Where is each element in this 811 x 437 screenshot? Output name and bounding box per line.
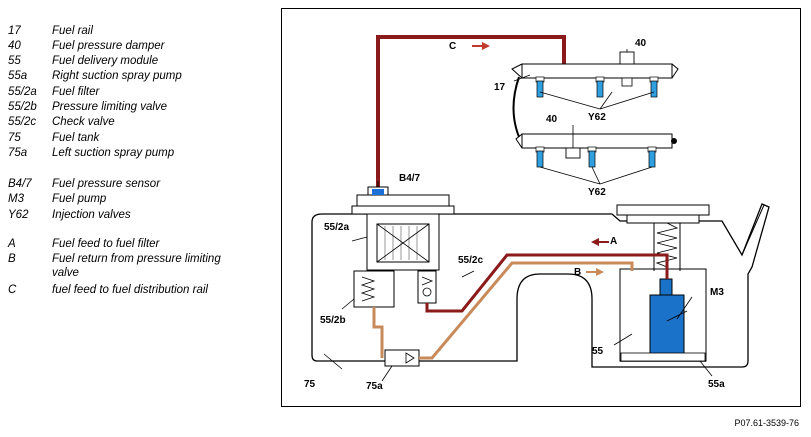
label-c: C — [449, 41, 456, 52]
fuel-pressure-damper-lower — [565, 147, 581, 159]
right-flange — [616, 204, 710, 216]
legend-code: 75a — [8, 147, 28, 159]
flow-arrow-a — [591, 238, 609, 246]
legend-description: Fuel filter — [52, 86, 100, 98]
fuel-rail-upper — [521, 63, 673, 79]
label-40-lower: 40 — [546, 114, 558, 125]
fuel-tank — [311, 203, 770, 368]
legend-description: Fuel delivery module — [52, 55, 159, 67]
label-b47: B4/7 — [399, 173, 421, 184]
return-line-b — [372, 261, 634, 360]
label-17: 17 — [494, 82, 506, 93]
legend-description: Injection valves — [52, 209, 131, 221]
injectors-lower — [535, 146, 657, 168]
fuel-pressure-damper-upper — [619, 51, 635, 65]
fuel-pump-outlet — [659, 278, 673, 296]
legend-code: 55 — [8, 55, 21, 67]
legend-code: 55/2b — [8, 101, 37, 113]
left-flange — [356, 194, 450, 208]
legend-code: 55/2c — [8, 116, 37, 128]
legend-description: Fuel return from pressure limiting valve — [52, 253, 221, 279]
filler-neck — [741, 204, 765, 256]
injection-valve — [648, 150, 656, 168]
label-m3: M3 — [710, 287, 724, 298]
legend-description: Check valve — [52, 116, 115, 128]
legend-code: 40 — [8, 40, 21, 52]
fuel-system-diagram: C 40 17 Y62 40 Y62 B4/7 55/2a A 55/2c B … — [304, 35, 770, 392]
legend-code: 17 — [8, 25, 21, 37]
legend-description: fuel feed to fuel distribution rail — [52, 284, 208, 296]
label-y62-lower: Y62 — [588, 187, 606, 198]
label-55-2b: 55/2b — [320, 315, 346, 326]
injection-valve — [536, 80, 544, 98]
label-a: A — [610, 236, 617, 247]
label-75: 75 — [304, 379, 316, 390]
legend-code: 55a — [8, 70, 28, 82]
legend-description: Fuel pressure sensor — [52, 178, 161, 190]
legend-code: A — [8, 238, 16, 250]
feed-line-a — [425, 253, 669, 313]
label-75a: 75a — [366, 381, 383, 392]
legend-description: Fuel feed to fuel filter — [52, 238, 160, 250]
label-55-2a: 55/2a — [324, 222, 349, 233]
label-55-2c: 55/2c — [458, 255, 483, 266]
figure-caption: P07.61-3539-76 — [734, 418, 799, 428]
injection-valve — [596, 80, 604, 98]
legend-code: 75 — [8, 132, 21, 144]
right-suction-spray-pump — [620, 352, 706, 362]
diagram-frame: C 40 17 Y62 40 Y62 B4/7 55/2a A 55/2c B … — [281, 8, 801, 407]
label-55: 55 — [592, 346, 604, 357]
check-valve — [417, 270, 437, 304]
injection-valve — [588, 150, 596, 168]
leader-lines — [323, 49, 713, 382]
legend-description: Right suction spray pump — [52, 70, 182, 82]
valve-spring — [360, 276, 376, 302]
fuel-pressure-sensor — [372, 189, 384, 195]
legend-description: Fuel pressure damper — [52, 40, 165, 52]
legend-code: M3 — [8, 193, 24, 205]
feed-line-c — [376, 35, 566, 195]
fuel-filter-cross — [376, 223, 430, 263]
fuel-pump — [649, 294, 685, 358]
label-55a: 55a — [708, 379, 725, 390]
right-flange-base — [626, 214, 700, 224]
flow-arrow-c — [472, 42, 490, 50]
injection-valve — [536, 150, 544, 168]
legend-description: Fuel pump — [52, 193, 107, 205]
label-y62-upper: Y62 — [588, 112, 606, 123]
label-b: B — [574, 267, 581, 278]
flow-arrow-b — [586, 268, 604, 276]
legend-code: B4/7 — [8, 178, 32, 190]
fuel-rail-lower — [521, 133, 673, 149]
legend-code: B — [8, 253, 16, 265]
legend-description: Fuel rail — [52, 25, 93, 37]
injectors-upper — [535, 76, 659, 98]
legend-code: 55/2a — [8, 86, 37, 98]
legend-code: C — [8, 284, 17, 296]
legend-description: Left suction spray pump — [52, 147, 175, 159]
legend-description: Pressure limiting valve — [52, 101, 168, 113]
injection-valve — [650, 80, 658, 98]
left-flange-plate — [351, 205, 455, 215]
legend-code: Y62 — [8, 209, 29, 221]
label-40-upper: 40 — [635, 38, 647, 49]
legend-description: Fuel tank — [52, 132, 100, 144]
